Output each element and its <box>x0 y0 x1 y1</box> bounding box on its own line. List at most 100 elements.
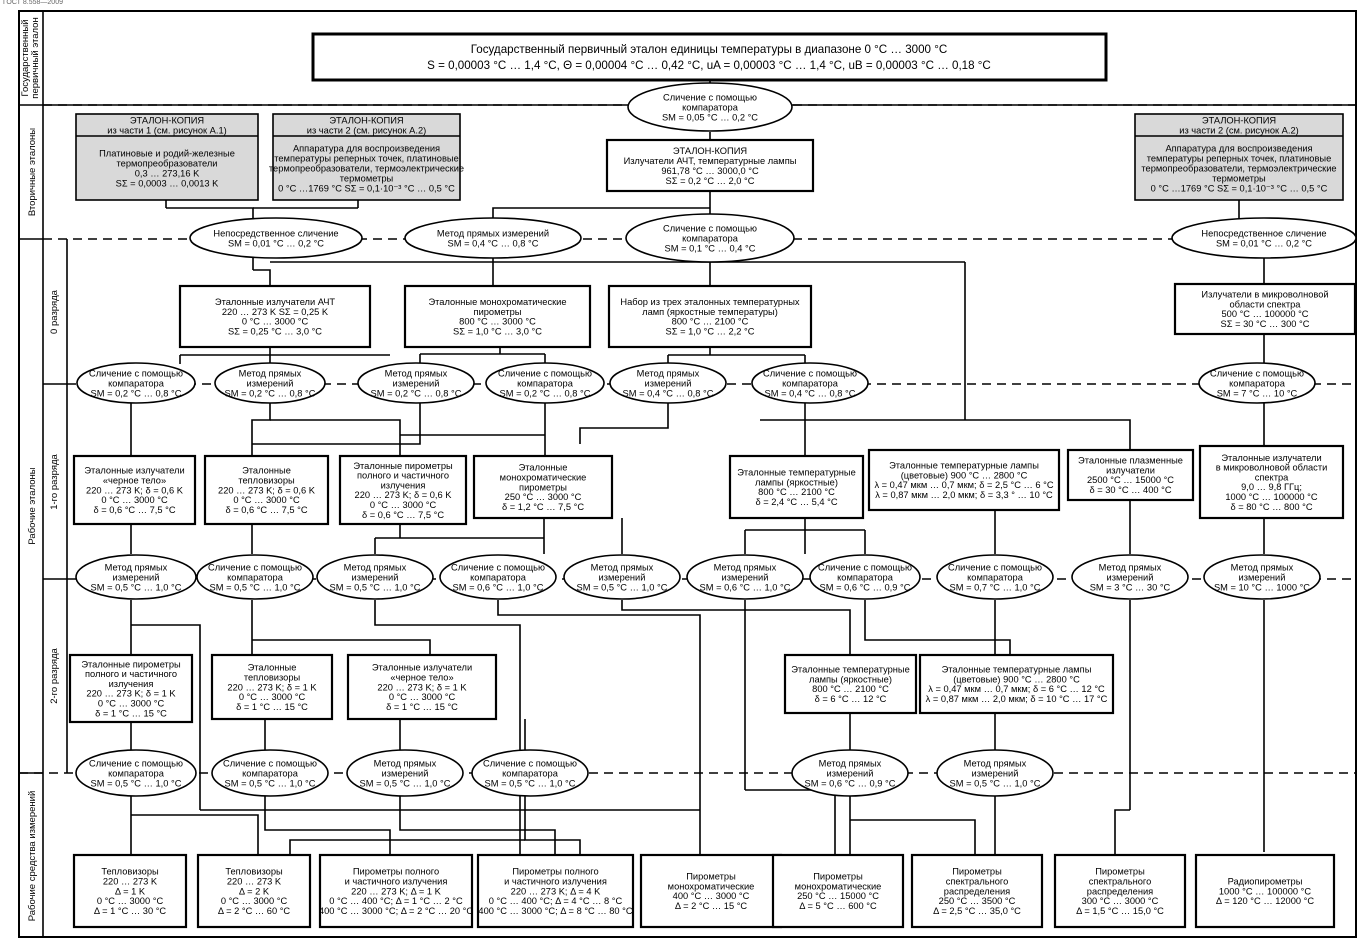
method-comparator-line: компаратора <box>682 233 739 243</box>
method-r1-c <box>316 554 434 600</box>
method-r1-g-line: компаратора <box>837 572 894 582</box>
method-r1-f <box>686 554 804 600</box>
method-r2-e-line: Метод прямых <box>819 758 882 768</box>
rank1-blackbody-emitters-line: «черное тело» <box>103 476 166 486</box>
rank2-brightness-lamps-line: 800 °C … 2100 °C <box>812 684 889 694</box>
method-r0-d <box>485 362 605 404</box>
rank2-color-lamps-line: λ = 0,87 мкм … 2,0 мкм; δ = 10 °C … 17 °… <box>926 694 1108 704</box>
rank1-microwave-emitters <box>1198 444 1345 520</box>
method-r2-d-line: компаратора <box>502 768 559 778</box>
connector-line <box>524 796 581 855</box>
method-r2-d-line: Сличение с помощью <box>483 758 577 768</box>
method-comparator-line: Сличение с помощью <box>663 223 757 233</box>
method-r0-a-line: SM = 0,2 °C … 0,8 °C <box>91 388 182 398</box>
method-r1-d-line: компаратора <box>470 572 527 582</box>
method-comparator <box>625 213 795 263</box>
method-r0-f <box>751 362 869 404</box>
rank0-act-emitters-line: SΣ = 0,25 °C … 3,0 °C <box>228 327 322 337</box>
instrument-spectral-pyrometers-1-line: Пирометры <box>952 867 1002 877</box>
rank1-microwave-emitters-line: Эталонные излучатели <box>1221 453 1321 463</box>
method-r1-a-line: измерений <box>113 572 160 582</box>
instrument-monochrome-pyrometers-1-line: 400 °C … 3000 °C <box>673 891 750 901</box>
rank1-full-partial-pyrometers-line: δ = 0,6 °C … 7,5 °C <box>362 510 444 520</box>
rank0-lamp-set-line: 800 °C … 2100 °C <box>672 317 749 327</box>
connector-line <box>131 814 259 855</box>
connector-line <box>264 796 391 855</box>
rank1-monochrome-pyrometers-line: 250 °C … 3000 °C <box>505 492 582 502</box>
row-label-primary-line: Государственный <box>20 19 31 96</box>
instrument-spectral-pyrometers-1-line: спектрального <box>946 877 1009 887</box>
method-r1-a-line: Метод прямых <box>105 562 168 572</box>
rank1-microwave-emitters-line: δ = 80 °C … 800 °C <box>1230 502 1312 512</box>
instrument-thermal-imagers-2-line: 220 … 273 K <box>227 877 282 887</box>
instrument-radiopyrometers-line: Радиопирометры <box>1228 877 1303 887</box>
connector-line <box>621 600 851 655</box>
instrument-thermal-imagers-1-line: Δ = 1 K <box>115 886 146 896</box>
method-r2-d <box>471 749 589 797</box>
connector-line <box>131 624 201 810</box>
rank0-lamp-set-line: ламп (яркостные температуры) <box>642 307 778 317</box>
primary-standard-title: Государственный первичный эталон единицы… <box>471 43 947 56</box>
rank0-monochrome-pyrometers <box>403 284 592 349</box>
rank2-thermal-imagers <box>210 653 334 721</box>
instrument-full-partial-pyrometers-1-line: и частичного излучения <box>345 877 448 887</box>
copy-standard-part2-right-head-line: из части 2 (см. рисунок А.2) <box>1179 125 1298 135</box>
method-r0-f-line: SM = 0,4 °C … 0,8 °C <box>765 388 856 398</box>
instrument-full-partial-pyrometers-2-line: Пирометры полного <box>512 867 598 877</box>
instrument-full-partial-pyrometers-2 <box>476 853 635 929</box>
rank2-blackbody-emitters-line: 220 … 273 K; δ = 1 K <box>377 682 467 692</box>
rank2-thermal-imagers-line: Эталонные <box>248 663 297 673</box>
instrument-spectral-pyrometers-2-line: Δ = 1,5 °C … 15,0 °C <box>1076 906 1164 916</box>
copy-standard-part2-body-line: термопреобразователи, термоэлектрические <box>269 163 464 173</box>
rank0-monochrome-pyrometers-line: SΣ = 1,0 °C … 3,0 °C <box>453 327 542 337</box>
method-direct-comparison-right <box>1171 217 1357 259</box>
instrument-radiopyrometers-line: 1000 °C … 100000 °C <box>1219 886 1311 896</box>
rank1-thermal-imagers-line: Эталонные <box>242 466 291 476</box>
method-r2-a-line: компаратора <box>108 768 165 778</box>
rank2-color-lamps-line: λ = 0,47 мкм … 0,7 мкм; δ = 6 °C … 12 °C <box>928 684 1105 694</box>
method-r1-h-line: Сличение с помощью <box>948 562 1042 572</box>
rank1-monochrome-pyrometers <box>472 454 614 520</box>
row-label-rank1: 1-го разряда <box>49 453 60 509</box>
rank2-color-lamps-line: (цветовые) 900 °C … 2800 °C <box>953 674 1080 684</box>
method-r1-d <box>439 554 557 600</box>
rank1-brightness-lamps-line: лампы (яркостные) <box>755 477 838 487</box>
instrument-full-partial-pyrometers-2-line: 400 °C … 3000 °C; Δ = 8 °C … 80 °C <box>478 906 632 916</box>
method-r1-i-line: SM = 3 °C … 30 °C <box>1090 582 1171 592</box>
method-direct-measurement-line: SM = 0,4 °C … 0,8 °C <box>448 238 539 248</box>
rank1-monochrome-pyrometers-line: δ = 1,2 °C … 7,5 °C <box>502 502 584 512</box>
method-r0-b <box>214 362 326 404</box>
method-r1-i-line: измерений <box>1107 572 1154 582</box>
rank0-monochrome-pyrometers-line: 800 °C … 3000 °C <box>459 317 536 327</box>
method-r1-c-line: SM = 0,5 °C … 1,0 °C <box>330 582 421 592</box>
instrument-radiopyrometers <box>1194 853 1336 929</box>
copy-standard-act-lamps-line: ЭТАЛОН-КОПИЯ <box>673 146 747 156</box>
connector-line <box>270 419 401 456</box>
method-r2-b-line: SM = 0,5 °C … 1,0 °C <box>225 778 316 788</box>
row-label-rank2: 2-го разряда <box>49 647 60 703</box>
method-r2-d-line: SM = 0,5 °C … 1,0 °C <box>485 778 576 788</box>
method-r0-g-line: Сличение с помощью <box>1210 368 1304 378</box>
method-r1-i-line: Метод прямых <box>1099 562 1162 572</box>
rank1-monochrome-pyrometers-line: Эталонные <box>519 463 568 473</box>
instrument-spectral-pyrometers-2-line: спектрального <box>1089 877 1152 887</box>
instrument-full-partial-pyrometers-1-line: 0 °C … 400 °C; Δ = 1 °C … 2 °C <box>329 896 463 906</box>
row-label-secondary: Вторичные эталоны <box>27 128 38 216</box>
rank0-act-emitters <box>178 284 372 349</box>
copy-standard-part1-body-line: 0,3 … 273,16 K <box>135 168 200 178</box>
copy-standard-part1-body-line: термопреобразователи <box>117 158 218 168</box>
rank1-color-lamps <box>867 448 1061 512</box>
instrument-full-partial-pyrometers-2-line: и частичного излучения <box>504 877 607 887</box>
method-direct-comparison-right-line: SM = 0,01 °C … 0,2 °C <box>1216 238 1312 248</box>
rank1-microwave-emitters-line: 9,0 … 9,8 ГГц; <box>1241 482 1302 492</box>
copy-standard-part2-right-body-line: 0 °C …1769 °C SΣ = 0,1·10⁻³ °C … 0,5 °C <box>1151 183 1328 193</box>
method-r2-a-line: Сличение с помощью <box>89 758 183 768</box>
instrument-spectral-pyrometers-2-line: распределения <box>1087 886 1153 896</box>
copy-standard-part2-body-line: 0 °C …1769 °C SΣ = 0,1·10⁻³ °C … 0,5 °C <box>278 183 455 193</box>
instrument-thermal-imagers-2-line: 0 °C … 3000 °C <box>221 896 288 906</box>
rank1-blackbody-emitters-line: Эталонные излучатели <box>84 466 184 476</box>
rank1-plasma-emitters-line: 2500 °C … 15000 °C <box>1087 475 1174 485</box>
copy-standard-part1-body-line: SΣ = 0,0003 … 0,0013 K <box>116 178 219 188</box>
method-r2-f-line: Метод прямых <box>964 758 1027 768</box>
rank1-full-partial-pyrometers-line: 0 °C … 3000 °C <box>370 500 437 510</box>
